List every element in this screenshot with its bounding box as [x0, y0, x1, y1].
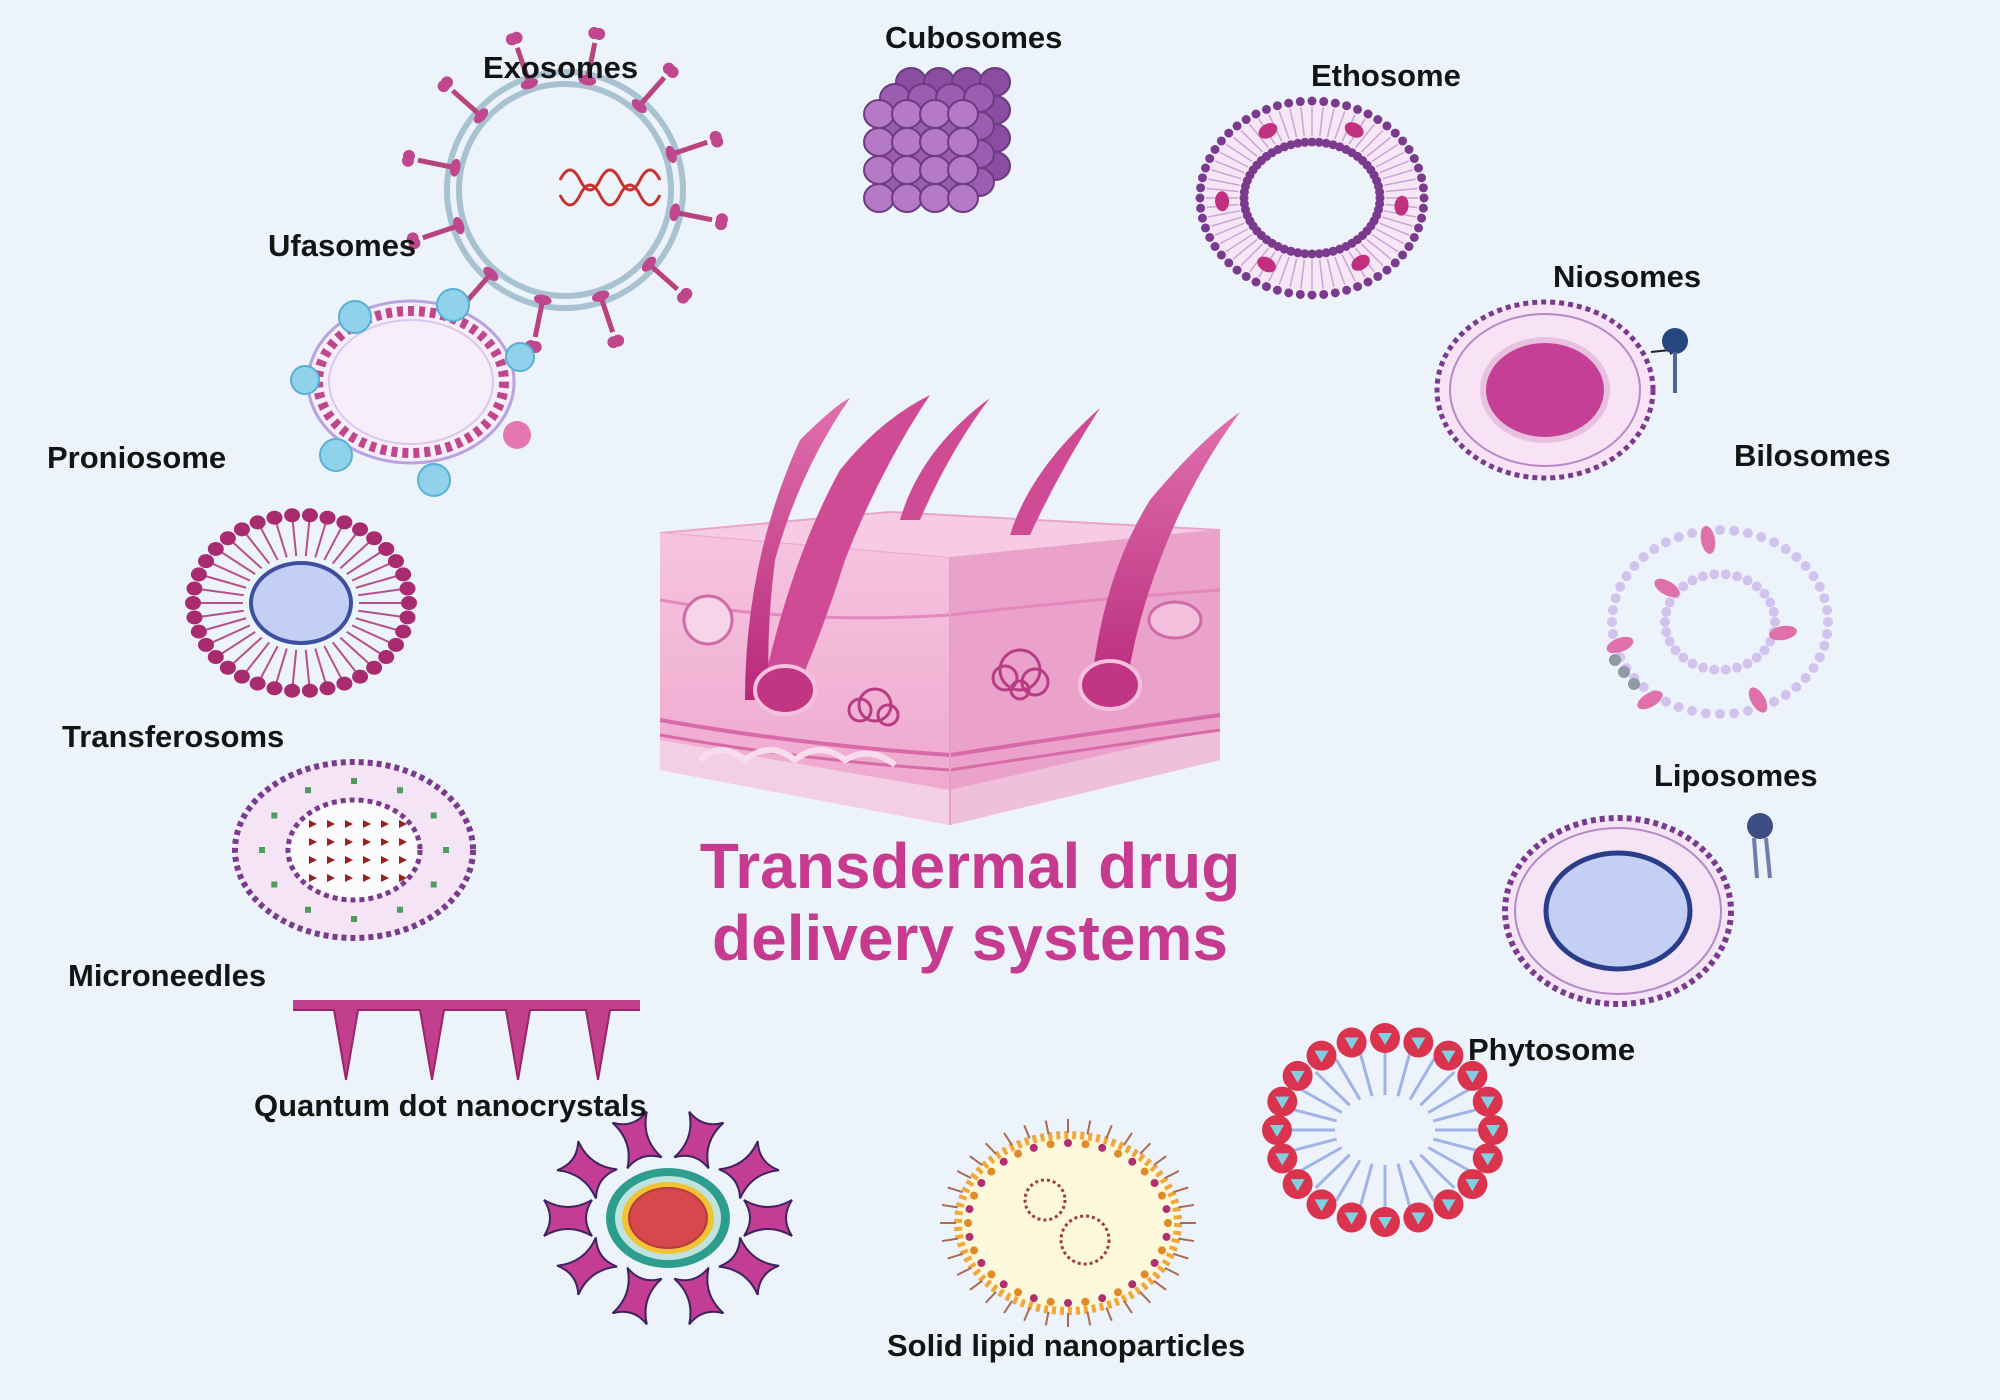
exosome-graphic — [402, 27, 728, 353]
ufasome-graphic — [290, 288, 535, 497]
label-ethosome: Ethosome — [1311, 58, 1461, 93]
quantum-dot-graphic — [543, 1110, 793, 1326]
label-bilosomes: Bilosomes — [1734, 438, 1891, 473]
label-ufasomes: Ufasomes — [268, 228, 417, 263]
transferosom-graphic — [232, 759, 476, 941]
label-phytosome: Phytosome — [1468, 1032, 1636, 1067]
label-quantum-dot-nanocrystals: Quantum dot nanocrystals — [254, 1088, 647, 1123]
main-title: Transdermal drug delivery systems — [640, 830, 1300, 974]
microneedle-graphic — [293, 1000, 640, 1081]
ethosome-graphic — [1195, 96, 1429, 300]
label-exosomes: Exosomes — [483, 50, 639, 85]
label-niosomes: Niosomes — [1553, 259, 1702, 294]
proniosome-graphic — [185, 508, 417, 698]
cubosome-graphic — [863, 67, 1011, 213]
solid-lipid-nanoparticle-graphic — [940, 1119, 1196, 1327]
label-microneedles: Microneedles — [68, 958, 267, 993]
label-liposomes: Liposomes — [1654, 758, 1818, 793]
label-solid-lipid-nanoparticles: Solid lipid nanoparticles — [887, 1328, 1246, 1363]
liposome-graphic — [1502, 813, 1773, 1007]
label-proniosome: Proniosome — [47, 440, 227, 475]
niosome-graphic — [1434, 299, 1688, 481]
main-title-line-2: delivery systems — [712, 902, 1228, 974]
main-title-line-1: Transdermal drug — [699, 830, 1241, 902]
skin-cross-section — [659, 395, 1240, 825]
phytosome-graphic — [1262, 1023, 1508, 1237]
label-transferosoms: Transferosoms — [62, 719, 285, 754]
label-cubosomes: Cubosomes — [885, 20, 1063, 55]
bilosome-graphic — [1606, 525, 1833, 719]
